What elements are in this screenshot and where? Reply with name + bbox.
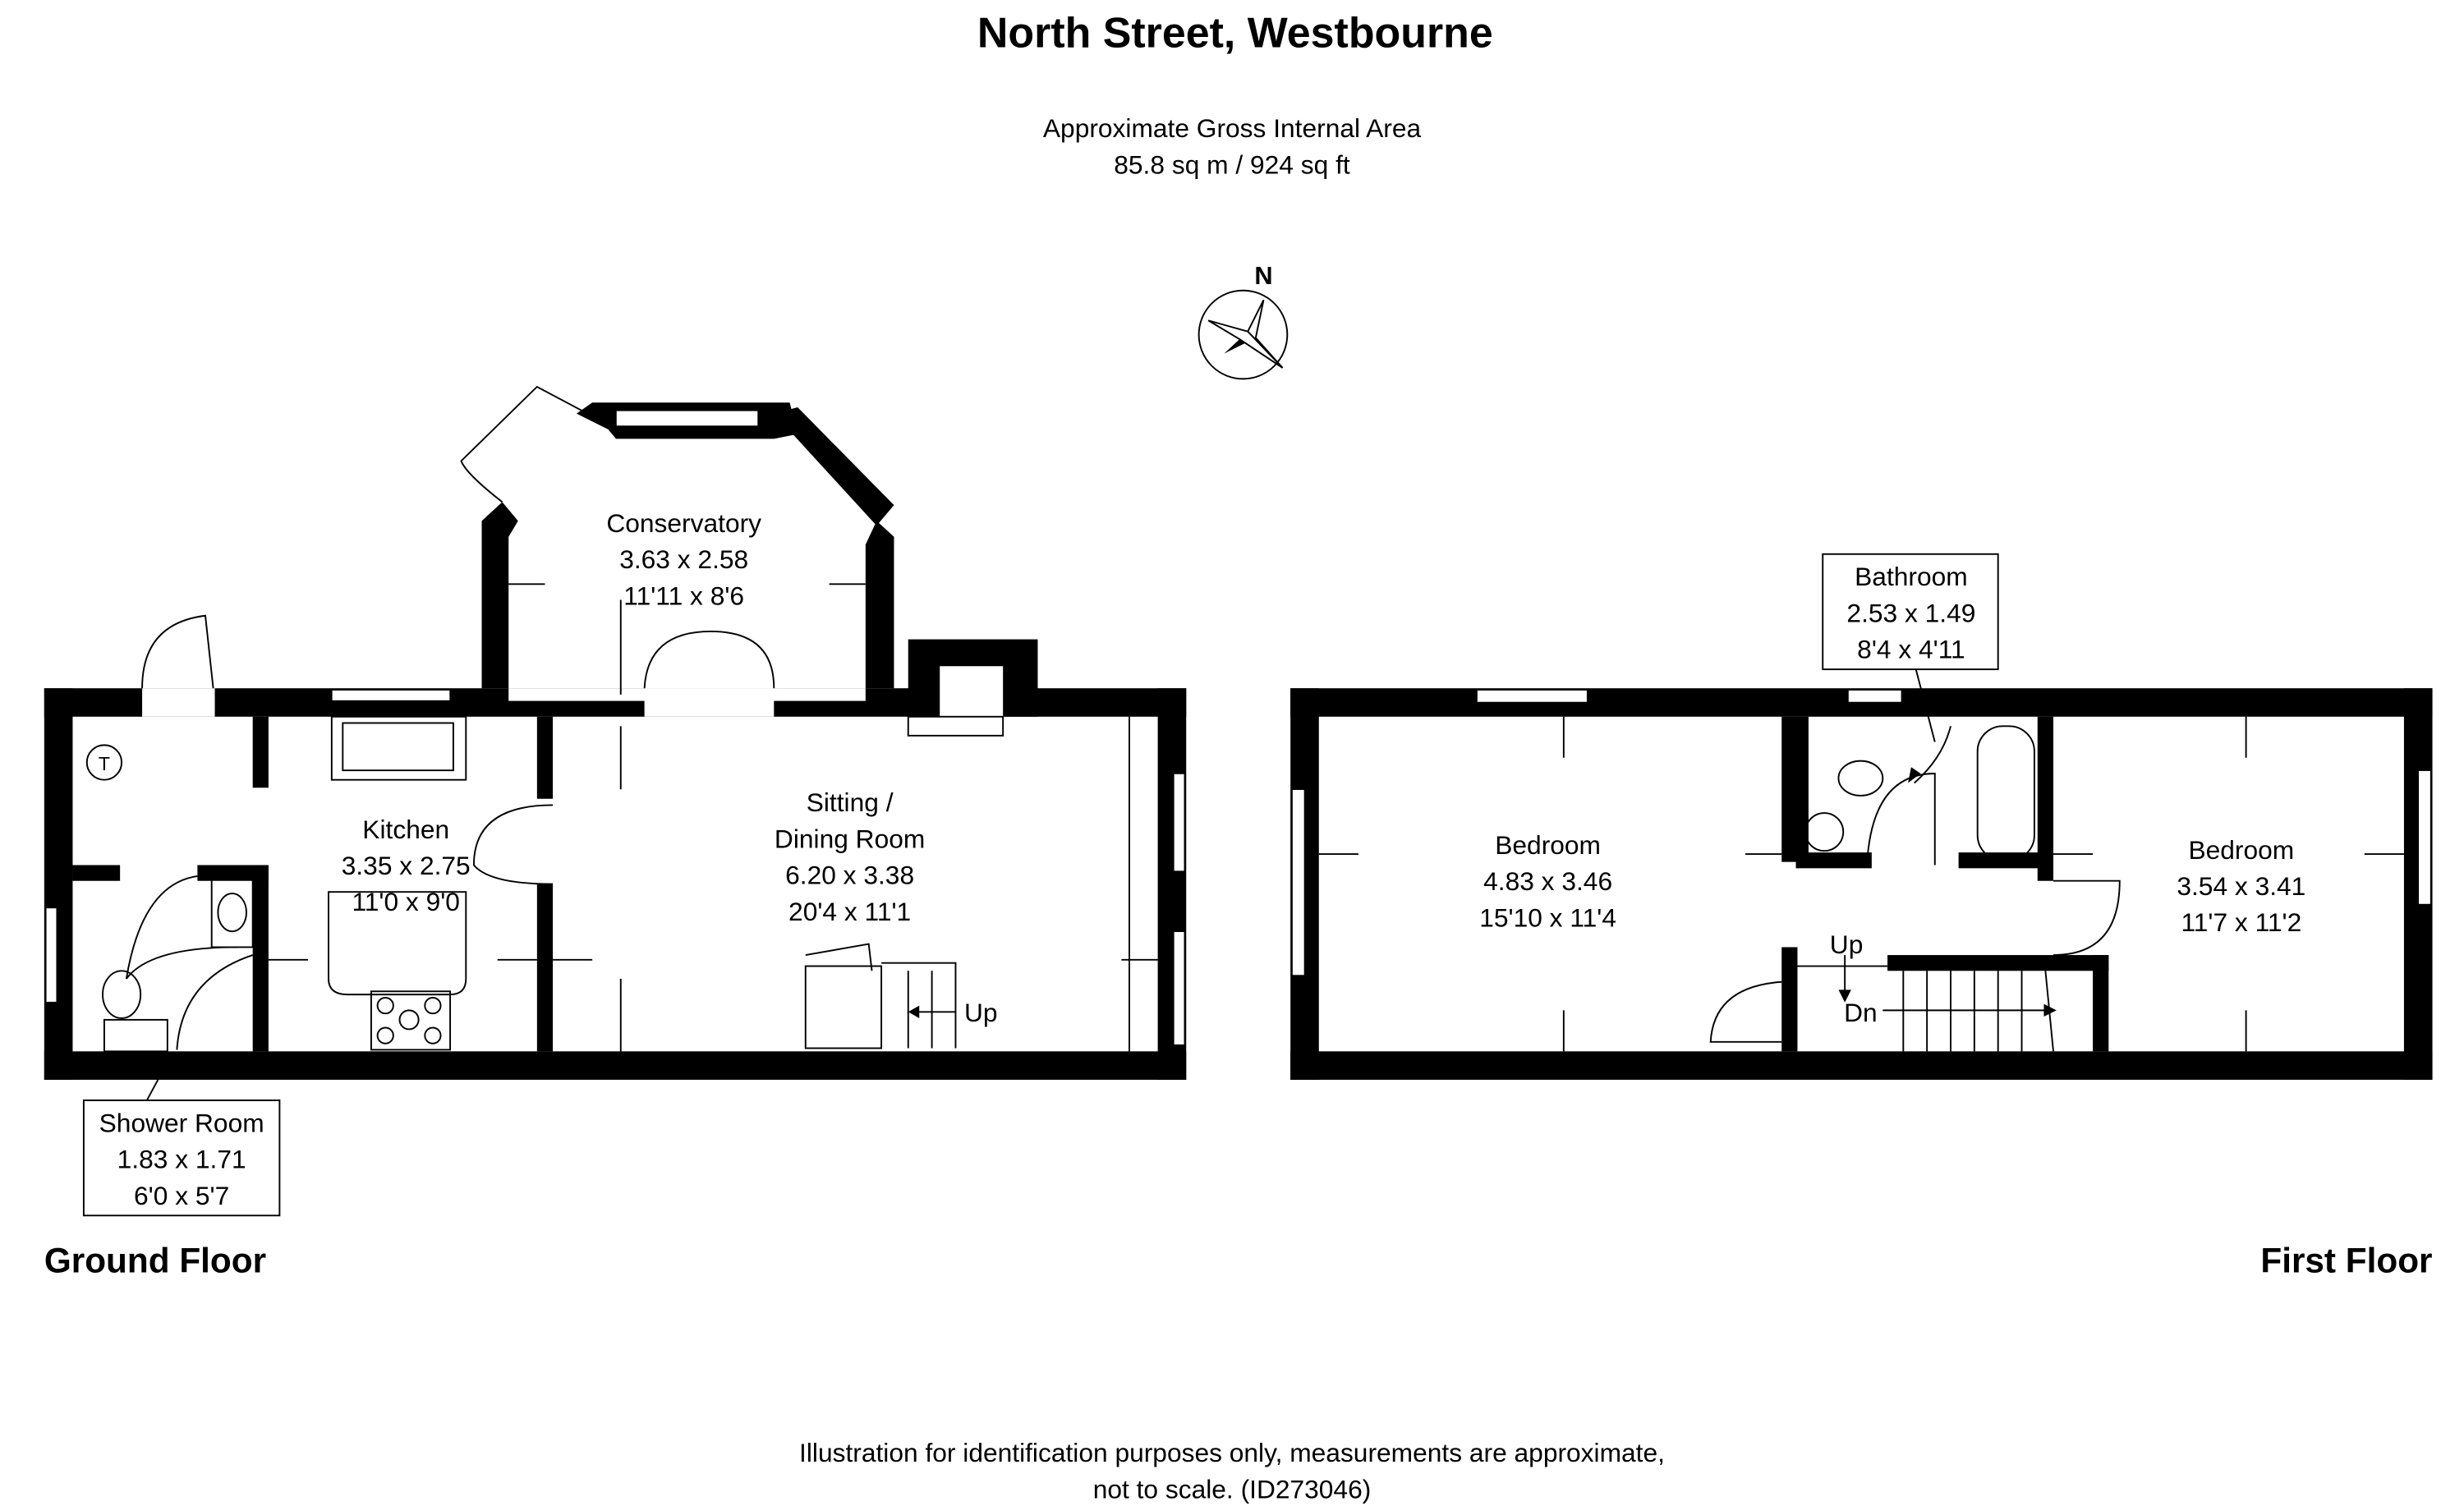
conservatory-imperial: 11'11 x 8'6 xyxy=(623,581,744,610)
shower-room-metric: 1.83 x 1.71 xyxy=(117,1145,246,1174)
first-floor-plan: Up Dn xyxy=(1290,688,2433,1080)
bedroom-1-name: Bedroom xyxy=(1495,830,1601,860)
bathroom-name: Bathroom xyxy=(1855,562,1968,591)
sitting-room-imperial: 20'4 x 11'1 xyxy=(788,897,911,926)
first-floor-down-label: Dn xyxy=(1844,998,1878,1027)
kitchen-name: Kitchen xyxy=(362,815,449,844)
bathroom-label-box xyxy=(1822,553,1999,671)
bathroom-imperial: 8'4 x 4'11 xyxy=(1857,635,1965,664)
shower-room-label-box xyxy=(82,1099,281,1217)
bedroom-1-imperial: 15'10 x 11'4 xyxy=(1479,902,1616,932)
bedroom-2-name: Bedroom xyxy=(2188,835,2294,865)
first-floor-up-label: Up xyxy=(1830,930,1864,959)
first-floor-label: First Floor xyxy=(2260,1241,2432,1279)
area-value: 85.8 sq m / 924 sq ft xyxy=(1114,149,1350,179)
conservatory-name: Conservatory xyxy=(606,508,761,538)
disclaimer-line-1: Illustration for identification purposes… xyxy=(799,1438,1665,1467)
bedroom-1-metric: 4.83 x 3.46 xyxy=(1483,866,1612,896)
bedroom-2-metric: 3.54 x 3.41 xyxy=(2177,871,2305,901)
ground-stairs-up-label: Up xyxy=(964,998,998,1027)
area-label: Approximate Gross Internal Area xyxy=(1043,113,1422,143)
shower-room-imperial: 6'0 x 5'7 xyxy=(134,1181,229,1210)
compass-icon xyxy=(1198,289,1289,380)
water-tank-label: T xyxy=(99,753,110,774)
disclaimer-line-2: not to scale. (ID273046) xyxy=(1093,1474,1372,1504)
conservatory-metric: 3.63 x 2.58 xyxy=(619,544,748,574)
sitting-room-metric: 6.20 x 3.38 xyxy=(785,861,914,890)
compass-north-label: N xyxy=(1254,261,1272,290)
ground-floor-label: Ground Floor xyxy=(44,1241,266,1279)
shower-room-name: Shower Room xyxy=(99,1108,264,1137)
kitchen-metric: 3.35 x 2.75 xyxy=(342,851,471,880)
kitchen-imperial: 11'0 x 9'0 xyxy=(352,887,459,916)
sitting-room-name-2: Dining Room xyxy=(775,824,925,853)
bedroom-2-imperial: 11'7 x 11'2 xyxy=(2181,907,2301,937)
bathroom-metric: 2.53 x 1.49 xyxy=(1846,598,1975,627)
ground-floor-plan: T Up xyxy=(44,385,1187,1080)
sitting-room-name-1: Sitting / xyxy=(807,787,894,817)
page-title: North Street, Westbourne xyxy=(977,10,1493,57)
